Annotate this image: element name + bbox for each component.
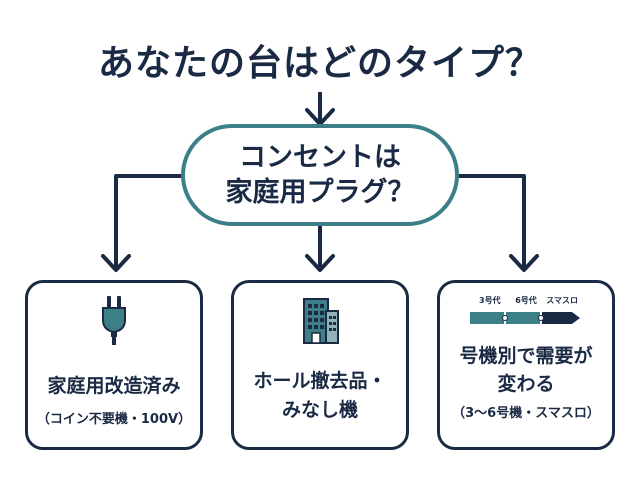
card3-sub: （3〜6号機・スマスロ） [452, 406, 600, 422]
timeline-label-3gou: 3号代 [479, 296, 501, 305]
plug-icon [99, 295, 129, 345]
card3-label-line-1: 号機別で需要が [459, 345, 593, 367]
arrow-title-to-question [305, 92, 335, 126]
option-card-by-model: 3号代 6号代 スマスロ 号機別で需要が 変わる （3〜6号機・スマスロ） [437, 280, 615, 450]
timeline-label-6gou: 6号代 [515, 296, 537, 305]
timeline-segment-2 [506, 312, 540, 324]
building-icon [298, 295, 342, 345]
option-card-hall-removed: ホール撤去品・ みなし機 [231, 280, 409, 450]
timeline-icon: 3号代 6号代 スマスロ [470, 295, 582, 327]
card1-sub: （コイン不要機・100V） [36, 412, 192, 427]
card3-label-line-2: 変わる [497, 372, 555, 395]
arrow-question-to-card3 [450, 174, 539, 272]
page-title: あなたの台はどのタイプ？ [97, 43, 542, 84]
question-line-1: コンセントは [239, 141, 401, 173]
card2-label-line-1: ホール撤去品・ [253, 370, 387, 392]
card1-label: 家庭用改造済み [47, 375, 181, 397]
card3-label: 号機別で需要が 変わる [459, 343, 592, 398]
question-line-2: 家庭用プラグ？ [225, 177, 415, 208]
question-bubble: コンセントは 家庭用プラグ？ [181, 124, 459, 226]
timeline-segment-3 [542, 312, 580, 324]
card2-label: ホール撤去品・ みなし機 [253, 367, 386, 424]
timeline-segment-1 [470, 312, 504, 324]
arrow-question-to-card1 [101, 174, 190, 272]
timeline-label-smaslo: スマスロ [546, 296, 579, 305]
arrow-question-to-card2 [305, 226, 335, 272]
option-card-home-modified: 家庭用改造済み （コイン不要機・100V） [25, 280, 203, 450]
card2-label-line-2: みなし機 [281, 398, 358, 421]
